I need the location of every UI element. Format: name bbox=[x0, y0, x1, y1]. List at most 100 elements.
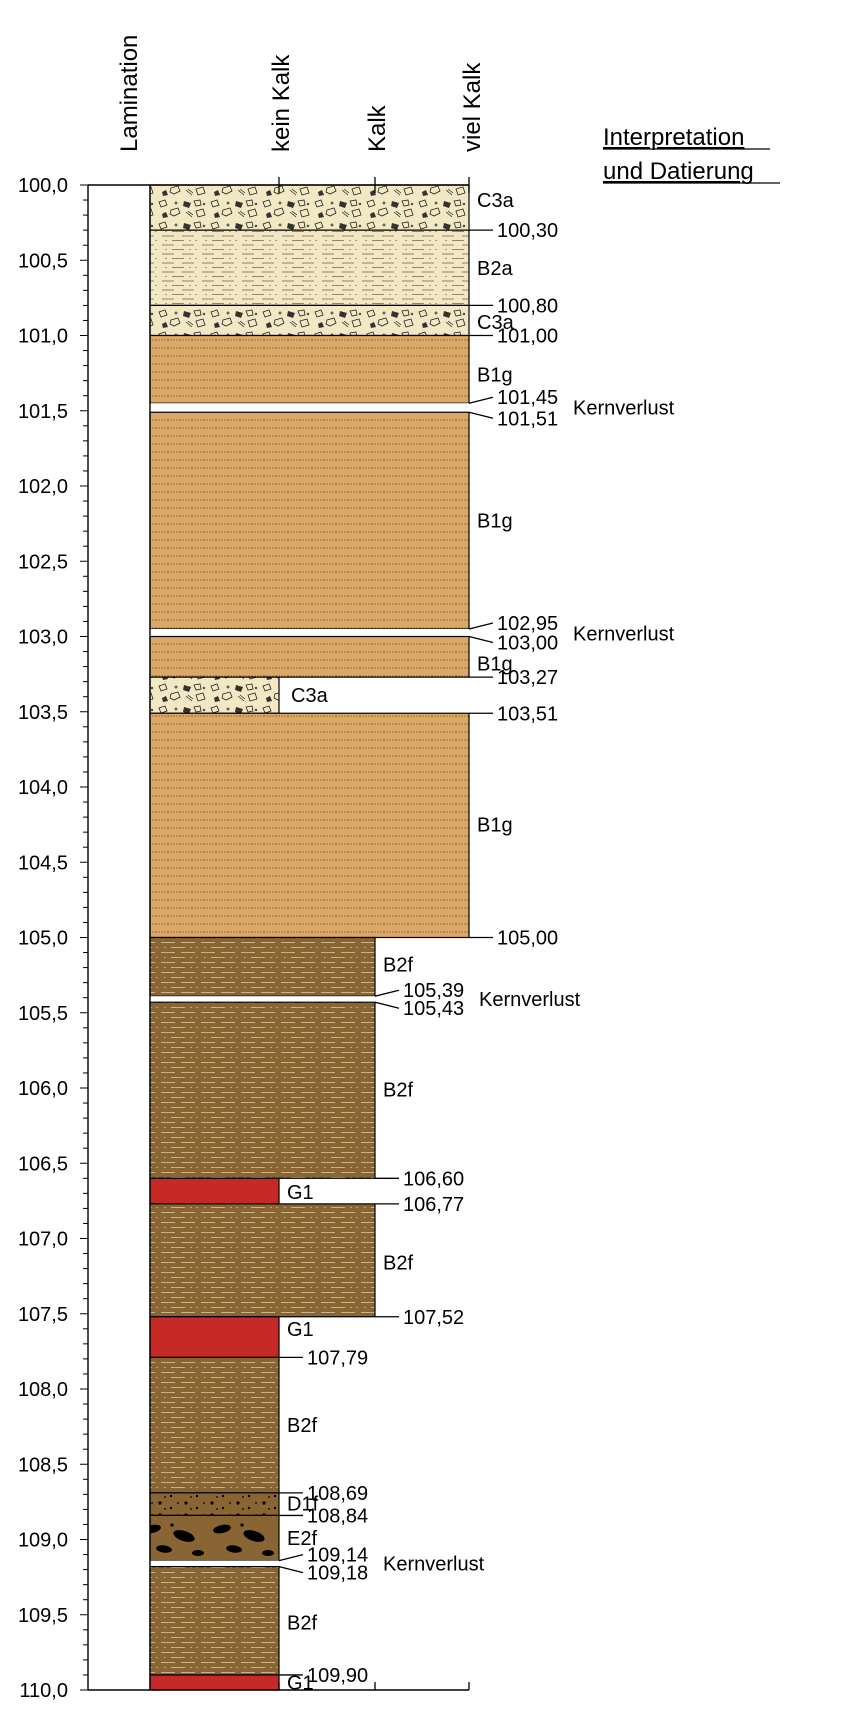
unit-label-b1g: B1g bbox=[477, 511, 513, 533]
layer-b2f bbox=[149, 1203, 376, 1318]
depth-tick-label: 109,0 bbox=[18, 1530, 68, 1552]
boundary-depth-label: 107,79 bbox=[307, 1347, 368, 1369]
layer-c3a bbox=[149, 184, 470, 231]
boundary-depth-label: 103,27 bbox=[497, 667, 558, 689]
header-kein-kalk: kein Kalk bbox=[268, 54, 295, 152]
unit-label-c3a: C3a bbox=[477, 190, 515, 212]
layer-b1g bbox=[149, 411, 470, 630]
boundary-depth-label: 105,39 bbox=[403, 980, 464, 1002]
unit-label-b2f: B2f bbox=[383, 1253, 413, 1275]
layer-d1f bbox=[149, 1492, 280, 1517]
unit-annotations: C3aB2aC3aB1gKernverlustB1gKernverlustB1g… bbox=[287, 190, 675, 1694]
interpretation-title: Interpretation bbox=[603, 124, 744, 151]
depth-tick-label: 101,5 bbox=[18, 401, 68, 423]
depth-tick-label: 105,0 bbox=[18, 928, 68, 950]
layer-b1g bbox=[149, 712, 470, 939]
depth-tick-label: 109,5 bbox=[18, 1605, 68, 1627]
layer-c3a bbox=[149, 304, 470, 337]
boundary-depth-label: 107,52 bbox=[403, 1307, 464, 1329]
boundary-depth-label: 105,43 bbox=[403, 998, 464, 1020]
depth-tick-label: 108,0 bbox=[18, 1379, 68, 1401]
unit-label-g1: G1 bbox=[287, 1672, 314, 1694]
depth-tick-label: 100,0 bbox=[18, 175, 68, 197]
boundary-depth-label: 109,90 bbox=[307, 1665, 368, 1687]
unit-label-c3a: C3a bbox=[291, 685, 329, 707]
boundary-leader bbox=[468, 635, 494, 644]
unit-label-b1g: B1g bbox=[477, 654, 513, 676]
unit-label-g1: G1 bbox=[287, 1182, 314, 1204]
boundary-leader bbox=[374, 989, 400, 997]
boundary-leader bbox=[374, 1001, 400, 1009]
boundary-depth-label: 106,77 bbox=[403, 1194, 464, 1216]
boundary-depth-label: 101,00 bbox=[497, 326, 558, 348]
unit-label-b2f: B2f bbox=[287, 1415, 317, 1437]
boundary-depth-label: 101,51 bbox=[497, 408, 558, 430]
depth-tick-label: 100,5 bbox=[18, 250, 68, 272]
column-frame bbox=[88, 177, 470, 1691]
unit-label-b2f: B2f bbox=[287, 1612, 317, 1634]
boundary-leader bbox=[278, 1553, 304, 1562]
boundary-depth-label: 108,84 bbox=[307, 1505, 368, 1527]
layer-e2f bbox=[149, 1514, 280, 1562]
unit-label-b2f: B2f bbox=[383, 955, 413, 977]
boundary-depth-label: 102,95 bbox=[497, 613, 558, 635]
layer-b2a bbox=[149, 229, 470, 306]
depth-axis: 100,0 100,5 101,0 101,5 102,0 102,5 103,0 103,5… bbox=[18, 175, 89, 1702]
layer-g1 bbox=[149, 1674, 280, 1691]
header-kalk: Kalk bbox=[364, 104, 391, 152]
depth-tick-label: 102,0 bbox=[18, 476, 68, 498]
boundary-leader bbox=[468, 396, 494, 404]
unit-label-d1f: D1f bbox=[287, 1493, 319, 1515]
layer-kernverlust bbox=[150, 996, 375, 1003]
layer-kernverlust bbox=[150, 628, 469, 637]
boundary-leader bbox=[278, 1565, 304, 1574]
depth-tick-label: 108,5 bbox=[18, 1454, 68, 1476]
header-viel-kalk: viel Kalk bbox=[459, 62, 486, 152]
unit-label-kernverlust: Kernverlust bbox=[573, 398, 675, 420]
layer-g1 bbox=[149, 1177, 280, 1205]
boundary-depth-label: 103,51 bbox=[497, 703, 558, 725]
boundary-depth-label: 109,18 bbox=[307, 1563, 368, 1585]
depth-tick-label: 106,5 bbox=[18, 1153, 68, 1175]
unit-label-kernverlust: Kernverlust bbox=[479, 989, 581, 1011]
header-lamination: Lamination bbox=[116, 35, 143, 152]
unit-label-b1g: B1g bbox=[477, 365, 513, 387]
depth-tick-label: 104,5 bbox=[18, 852, 68, 874]
layer-b2f bbox=[149, 1565, 280, 1676]
unit-label-e2f: E2f bbox=[287, 1528, 317, 1550]
unit-label-b2a: B2a bbox=[477, 258, 513, 280]
boundary-depth-label: 103,00 bbox=[497, 633, 558, 655]
unit-label-g1: G1 bbox=[287, 1319, 314, 1341]
depth-tick-label: 105,5 bbox=[18, 1003, 68, 1025]
interpretation-subtitle: und Datierung bbox=[603, 158, 754, 185]
boundary-depth-label: 105,00 bbox=[497, 928, 558, 950]
unit-label-kernverlust: Kernverlust bbox=[383, 1554, 485, 1576]
layer-b1g bbox=[149, 635, 470, 678]
boundary-depth-label: 108,69 bbox=[307, 1483, 368, 1505]
layer-c3a bbox=[149, 676, 280, 714]
boundary-depth-label: 106,60 bbox=[403, 1168, 464, 1190]
layer-b2f bbox=[149, 1356, 280, 1494]
layer-units bbox=[149, 184, 470, 1691]
layer-g1 bbox=[149, 1316, 280, 1358]
layer-b2f bbox=[149, 1001, 376, 1179]
unit-label-kernverlust: Kernverlust bbox=[573, 623, 675, 645]
boundary-depth-label: 100,30 bbox=[497, 220, 558, 242]
unit-label-c3a: C3a bbox=[477, 312, 515, 334]
boundary-leader bbox=[468, 622, 494, 630]
depth-tick-label: 103,5 bbox=[18, 702, 68, 724]
unit-label-b2f: B2f bbox=[383, 1080, 413, 1102]
layer-kernverlust bbox=[150, 403, 469, 413]
depth-tick-label: 107,0 bbox=[18, 1229, 68, 1251]
boundary-leader bbox=[468, 411, 494, 419]
depth-tick-label: 104,0 bbox=[18, 777, 68, 799]
layer-kernverlust bbox=[150, 1560, 279, 1567]
depth-tick-label: 102,5 bbox=[18, 551, 68, 573]
depth-tick-label: 101,0 bbox=[18, 326, 68, 348]
depth-tick-label: 103,0 bbox=[18, 627, 68, 649]
layer-b2f bbox=[149, 936, 376, 997]
boundary-labels: 100,30100,80101,00101,45101,51102,95103,… bbox=[278, 220, 558, 1687]
boundary-depth-label: 101,45 bbox=[497, 387, 558, 409]
layer-b1g bbox=[149, 334, 470, 404]
